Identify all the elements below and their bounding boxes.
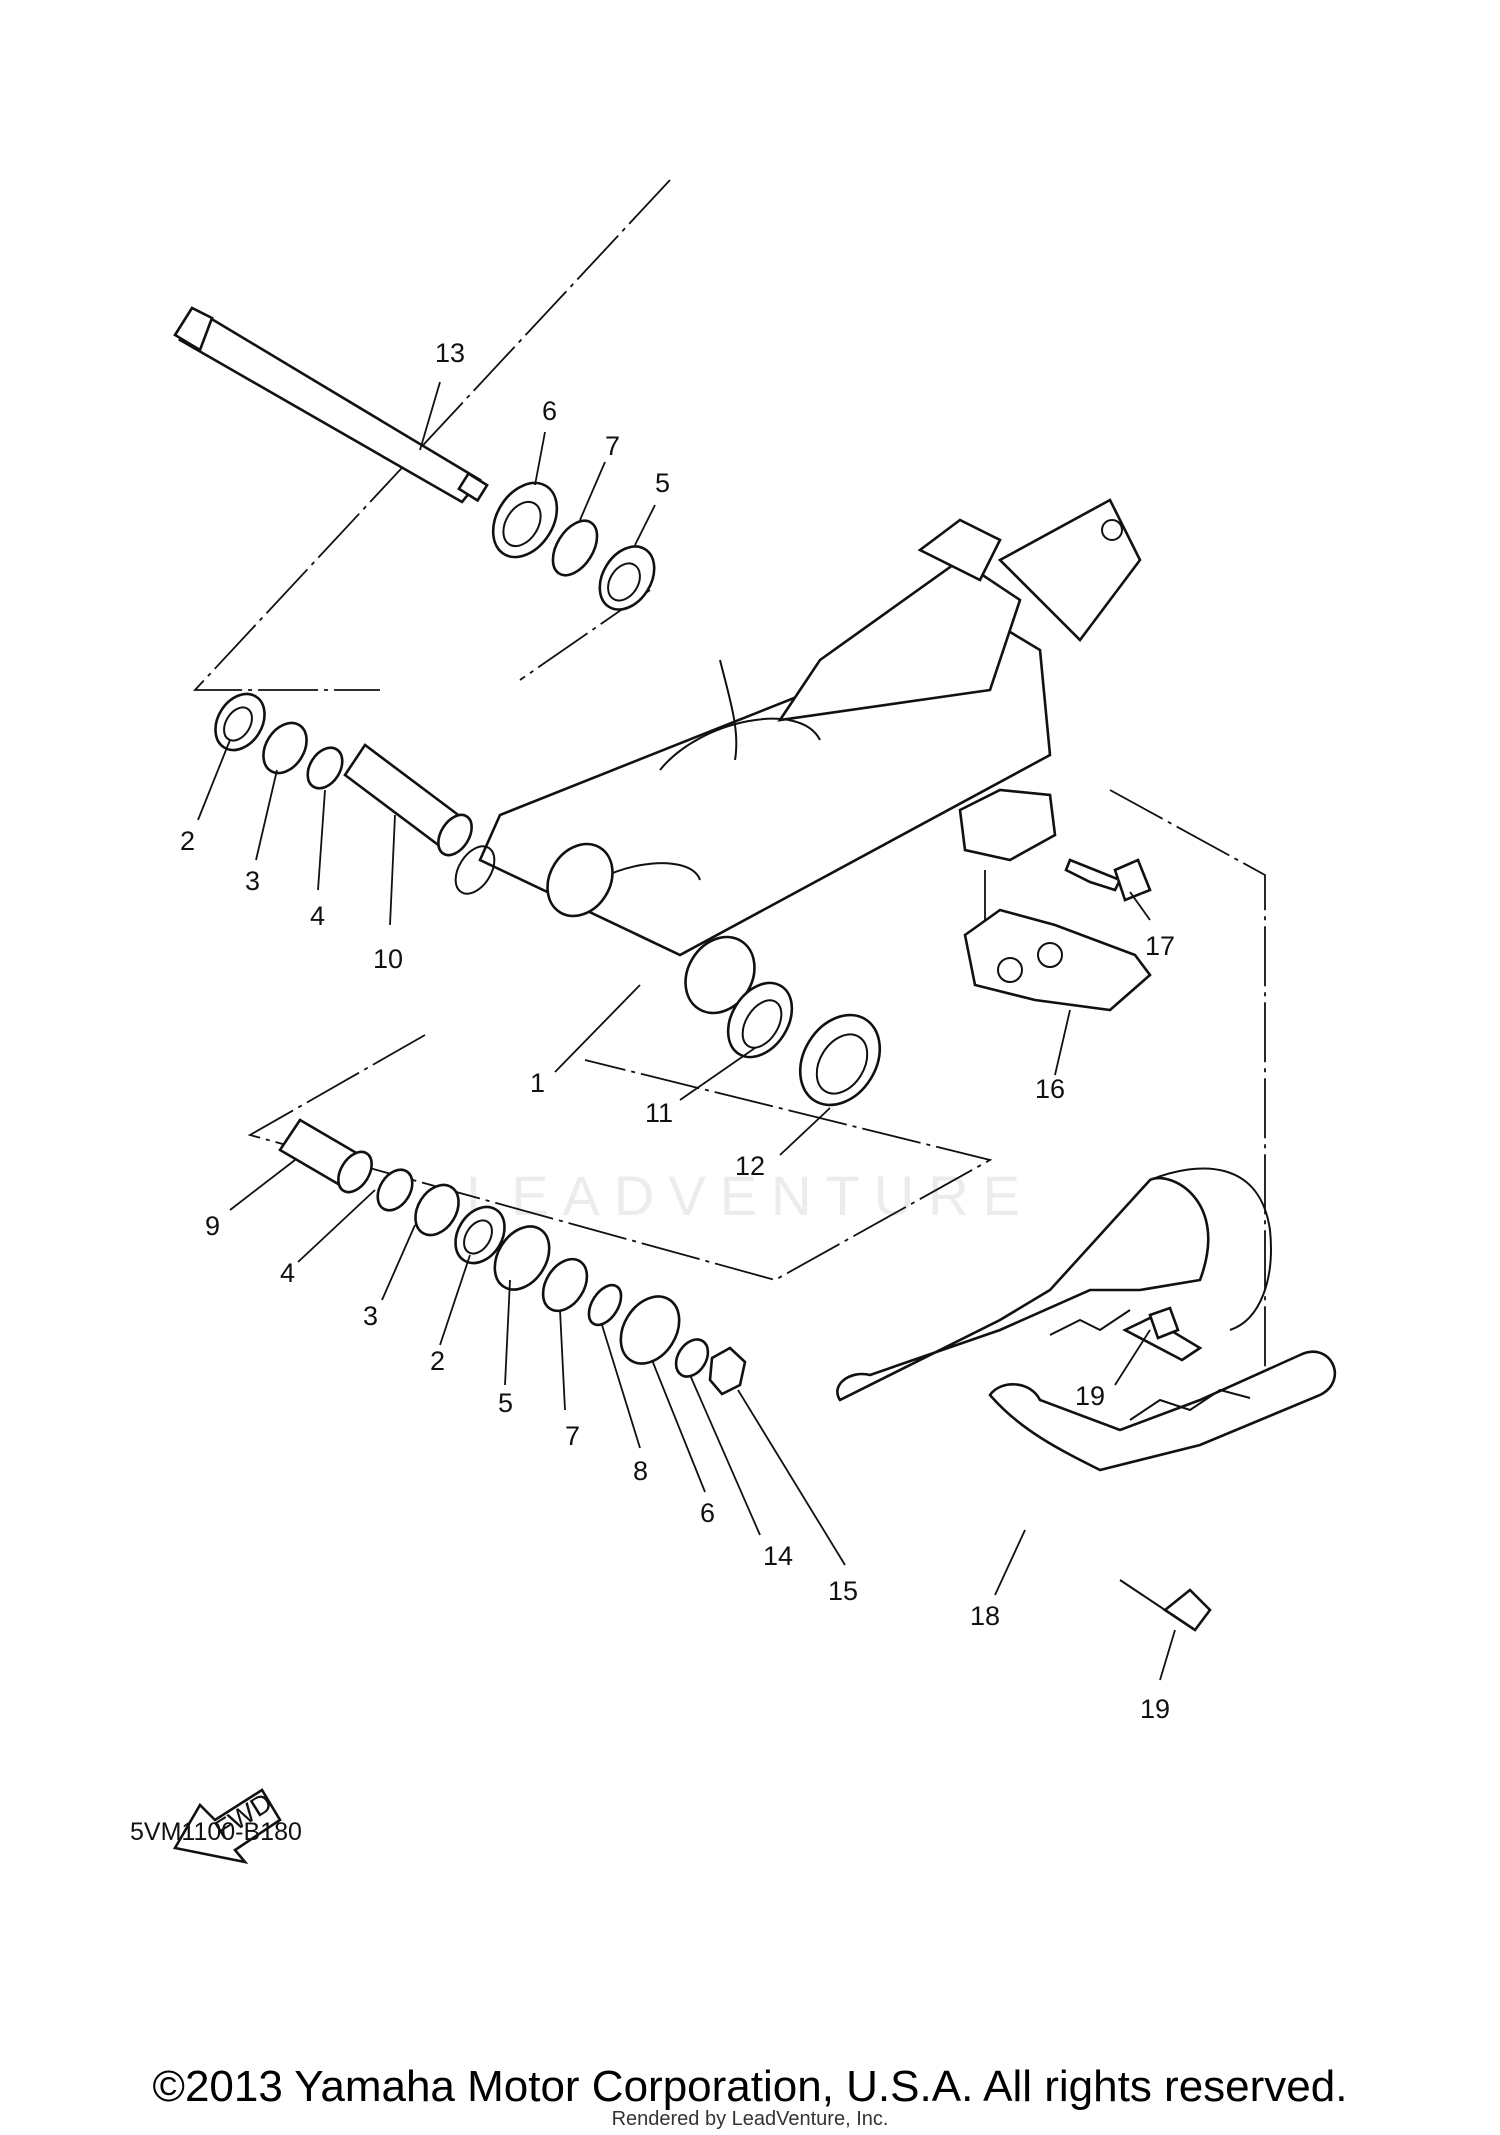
rendered-by-notice: Rendered by LeadVenture, Inc.: [611, 2108, 889, 2130]
callout-17: 17: [1145, 931, 1175, 961]
callout-6-lower: 6: [700, 1498, 715, 1528]
pivot-shaft: [173, 306, 489, 504]
swingarm: [454, 498, 1142, 1015]
callout-6-upper: 6: [542, 396, 557, 426]
callout-9: 9: [205, 1211, 220, 1241]
callout-7-lower: 7: [565, 1421, 580, 1451]
copyright-notice: ©2013 Yamaha Motor Corporation, U.S.A. A…: [152, 2062, 1348, 2111]
callout-4-lower: 4: [280, 1258, 295, 1288]
group-outline-right: [1109, 789, 1266, 1390]
lower-bearing-stack: [278, 1118, 747, 1396]
footpeg-assembly: [836, 1167, 1337, 1632]
callout-3-upper: 3: [245, 866, 260, 896]
callout-16: 16: [1035, 1074, 1065, 1104]
callout-5-upper: 5: [655, 468, 670, 498]
callout-13: 13: [435, 338, 465, 368]
callout-10: 10: [373, 944, 403, 974]
callout-2-upper: 2: [180, 826, 195, 856]
callout-18: 18: [970, 1601, 1000, 1631]
chain-guide: [963, 858, 1152, 1012]
leader-lines: [197, 381, 1176, 1681]
upper-bearing-stack: [491, 481, 656, 611]
diagram-code: 5VM1100-B180: [130, 1818, 302, 1846]
callout-1: 1: [530, 1068, 545, 1098]
callout-8: 8: [633, 1456, 648, 1486]
swingarm-seals: [726, 981, 882, 1107]
group-outline-upper: [192, 179, 671, 691]
callout-11: 11: [645, 1098, 673, 1128]
callout-7-upper: 7: [605, 431, 620, 461]
callout-19-lower: 19: [1140, 1694, 1170, 1724]
callout-19-upper: 19: [1075, 1381, 1105, 1411]
left-bearing-stack: [214, 692, 473, 857]
callout-2-lower: 2: [430, 1346, 445, 1376]
callout-3-lower: 3: [363, 1301, 378, 1331]
group-outline-lower: [247, 1034, 993, 1281]
callout-15: 15: [828, 1576, 858, 1606]
callout-4-upper: 4: [310, 901, 325, 931]
callout-5-lower: 5: [498, 1388, 513, 1418]
callout-14: 14: [763, 1541, 793, 1571]
callout-12: 12: [735, 1151, 765, 1181]
callout-labels: 13 6 7 5 2 3 4 10 1 11 12 16 17 9 4 3 2 …: [180, 338, 1175, 1724]
